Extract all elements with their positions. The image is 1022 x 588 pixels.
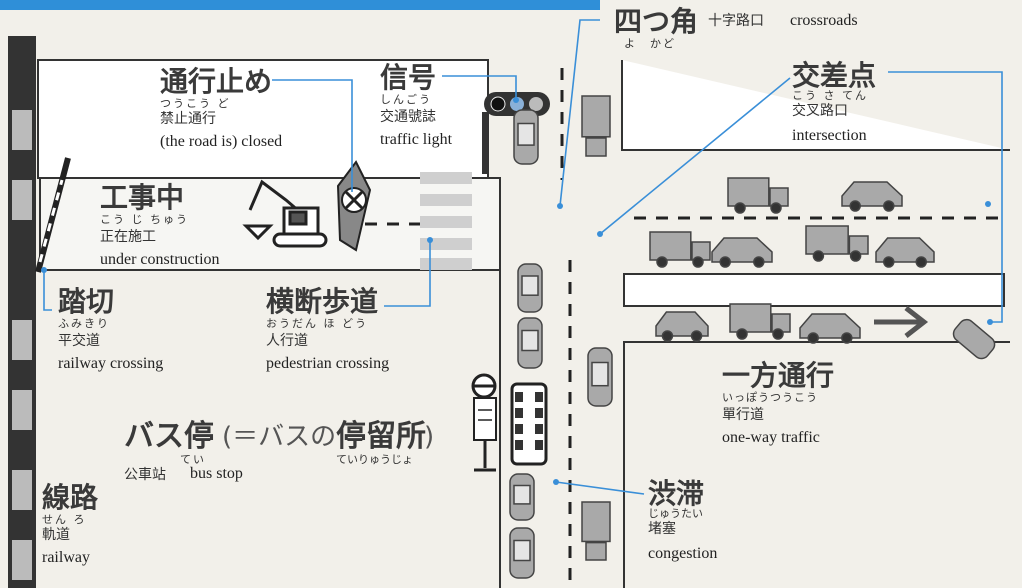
term-traffic-light: 信号 bbox=[380, 61, 437, 94]
chinese-road-closed: 禁止通行 bbox=[160, 111, 216, 127]
english-crossroads: crossroads bbox=[790, 12, 858, 29]
term-pedestrian-crossing: 横断歩道 bbox=[266, 285, 379, 318]
reading-crossroads: よ かど bbox=[624, 37, 676, 50]
term-bus-stop-2: 停留所 bbox=[336, 419, 426, 454]
chinese-bus-stop: 公車站 bbox=[124, 467, 166, 483]
vehicles bbox=[509, 95, 996, 579]
term-bus-stop: バス停 bbox=[124, 419, 214, 454]
car-icon bbox=[841, 181, 903, 212]
chinese-pedestrian-crossing: 人行道 bbox=[266, 333, 308, 349]
car-icon bbox=[517, 263, 543, 313]
truck-icon bbox=[729, 303, 791, 340]
reading-traffic-light: しんごう bbox=[380, 93, 432, 106]
chinese-one-way-traffic: 單行道 bbox=[722, 407, 764, 423]
pointer-lines bbox=[43, 19, 1003, 495]
english-railway-crossing: railway crossing bbox=[58, 355, 164, 372]
reading-under-construction: こう じ ちゅう bbox=[100, 213, 189, 226]
reading-pedestrian-crossing: おうだん ほ どう bbox=[266, 317, 368, 330]
crosswalk-icon bbox=[420, 172, 472, 270]
car-icon bbox=[509, 527, 535, 579]
english-bus-stop: bus stop bbox=[190, 465, 243, 482]
reading-intersection: こう さ てん bbox=[792, 89, 868, 102]
car-icon bbox=[517, 317, 543, 369]
reading-railway-crossing: ふみきり bbox=[58, 317, 110, 330]
english-one-way-traffic: one-way traffic bbox=[722, 429, 820, 446]
pointer-dots bbox=[41, 97, 993, 485]
chinese-crossroads: 十字路口 bbox=[708, 13, 764, 29]
term-intersection: 交差点 bbox=[792, 59, 877, 92]
car-icon bbox=[587, 347, 613, 407]
reading-bus-stop: てい bbox=[180, 453, 206, 466]
english-traffic-light: traffic light bbox=[380, 131, 453, 148]
chinese-railway: 軌道 bbox=[42, 527, 70, 543]
term-congestion: 渋滞 bbox=[648, 477, 705, 510]
bus-icon bbox=[510, 382, 548, 466]
excavator-icon bbox=[242, 179, 328, 248]
car-icon bbox=[799, 313, 861, 344]
reading-railway: せん ろ bbox=[42, 513, 87, 526]
car-icon bbox=[509, 473, 535, 521]
term-under-construction: 工事中 bbox=[100, 181, 185, 214]
car-icon bbox=[513, 109, 539, 165]
reading-congestion: じゅうたい bbox=[648, 507, 703, 520]
no-entry-sign-icon bbox=[336, 160, 372, 252]
crossing-gate-icon bbox=[35, 157, 71, 273]
english-congestion: congestion bbox=[648, 545, 718, 562]
term-road-closed: 通行止め bbox=[160, 65, 273, 98]
header-bar bbox=[0, 0, 600, 10]
bus-stop-sign-icon bbox=[471, 373, 497, 472]
term-railway: 線路 bbox=[42, 481, 99, 514]
car-icon bbox=[952, 318, 996, 360]
term-railway-crossing: 踏切 bbox=[58, 285, 115, 318]
chinese-traffic-light: 交通號誌 bbox=[380, 109, 436, 125]
english-intersection: intersection bbox=[792, 127, 867, 144]
one-way-arrow-icon bbox=[874, 306, 929, 338]
chinese-railway-crossing: 平交道 bbox=[58, 333, 100, 349]
truck-icon bbox=[581, 501, 611, 561]
car-icon bbox=[711, 237, 773, 268]
term-bus-stop-paren-close: ) bbox=[424, 422, 435, 452]
lane-dividers bbox=[365, 68, 1004, 588]
truck-icon bbox=[649, 231, 711, 268]
city-blocks bbox=[37, 59, 1010, 588]
truck-icon bbox=[727, 177, 789, 214]
english-pedestrian-crossing: pedestrian crossing bbox=[266, 355, 390, 372]
railway-icon bbox=[8, 36, 36, 588]
truck-icon bbox=[581, 95, 611, 157]
chinese-intersection: 交叉路口 bbox=[792, 103, 848, 119]
reading-road-closed: つうこう ど bbox=[160, 97, 231, 110]
term-crossroads: 四つ角 bbox=[614, 5, 699, 38]
term-bus-stop-paren: (＝バスの bbox=[222, 422, 337, 452]
english-road-closed: (the road is) closed bbox=[160, 133, 283, 150]
car-icon bbox=[655, 311, 709, 342]
term-one-way-traffic: 一方通行 bbox=[722, 359, 835, 392]
car-icon bbox=[875, 237, 935, 268]
english-under-construction: under construction bbox=[100, 251, 220, 268]
english-railway: railway bbox=[42, 549, 90, 566]
chinese-congestion: 堵塞 bbox=[648, 521, 676, 537]
reading-one-way-traffic: いっぽうつうこう bbox=[722, 391, 818, 404]
truck-icon bbox=[805, 225, 869, 262]
chinese-under-construction: 正在施工 bbox=[100, 229, 156, 245]
reading-bus-stop-2: ていりゅうじょ bbox=[336, 453, 413, 466]
